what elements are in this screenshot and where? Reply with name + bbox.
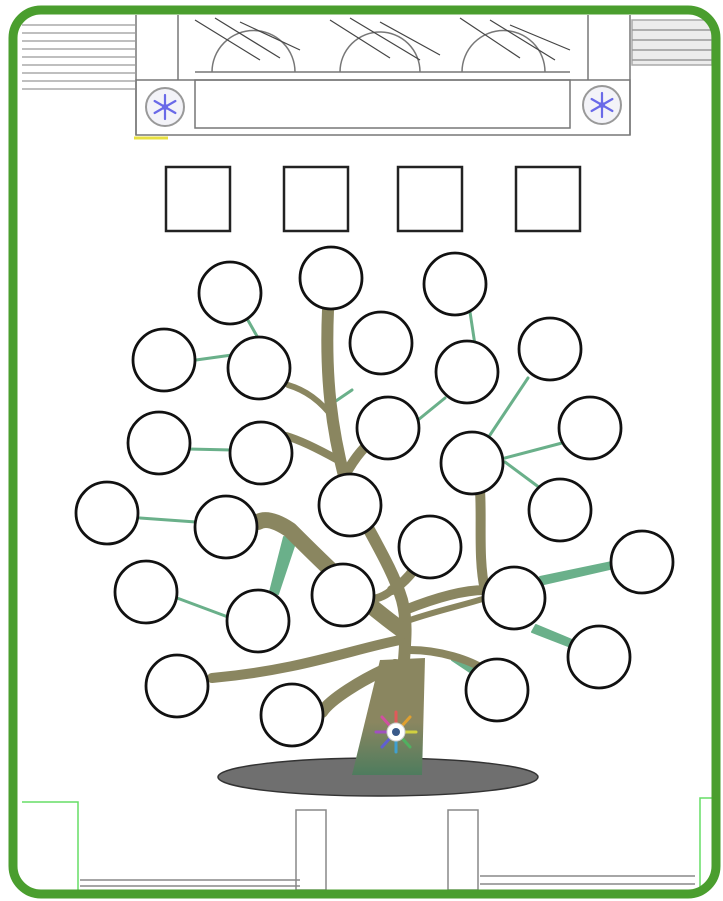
left-ac-fan-icon (146, 88, 184, 126)
tree-node (441, 432, 503, 494)
tree-node (146, 655, 208, 717)
tree-node (436, 341, 498, 403)
tree-node (227, 590, 289, 652)
tree-node (199, 262, 261, 324)
tree-node (399, 516, 461, 578)
tree-node (350, 312, 412, 374)
tree-node (300, 247, 362, 309)
tree-node (76, 482, 138, 544)
flower-emblem-icon (376, 712, 416, 752)
tree-node (195, 496, 257, 558)
tree-node (128, 412, 190, 474)
tree-node (529, 479, 591, 541)
tree-node (424, 253, 486, 315)
tree-node (133, 329, 195, 391)
top-box (284, 167, 348, 231)
tree-node (228, 337, 290, 399)
top-box (166, 167, 230, 231)
floorplan-bottom (22, 798, 712, 890)
tree-node (519, 318, 581, 380)
tree-node (230, 422, 292, 484)
top-box (398, 167, 462, 231)
floorplan-top-right-block (632, 20, 712, 65)
tree-node (568, 626, 630, 688)
tree-node (261, 684, 323, 746)
tree-node (115, 561, 177, 623)
top-boxes (166, 167, 580, 231)
floorplan-top-unit (136, 15, 630, 135)
tree-node (466, 659, 528, 721)
tree-node (312, 564, 374, 626)
right-ac-fan-icon (583, 86, 621, 124)
tree-node (559, 397, 621, 459)
tree-node (319, 474, 381, 536)
top-box (516, 167, 580, 231)
tree-node (611, 531, 673, 593)
floorplan-top-left-block (22, 25, 135, 89)
tree-node (483, 567, 545, 629)
tree-node (357, 397, 419, 459)
